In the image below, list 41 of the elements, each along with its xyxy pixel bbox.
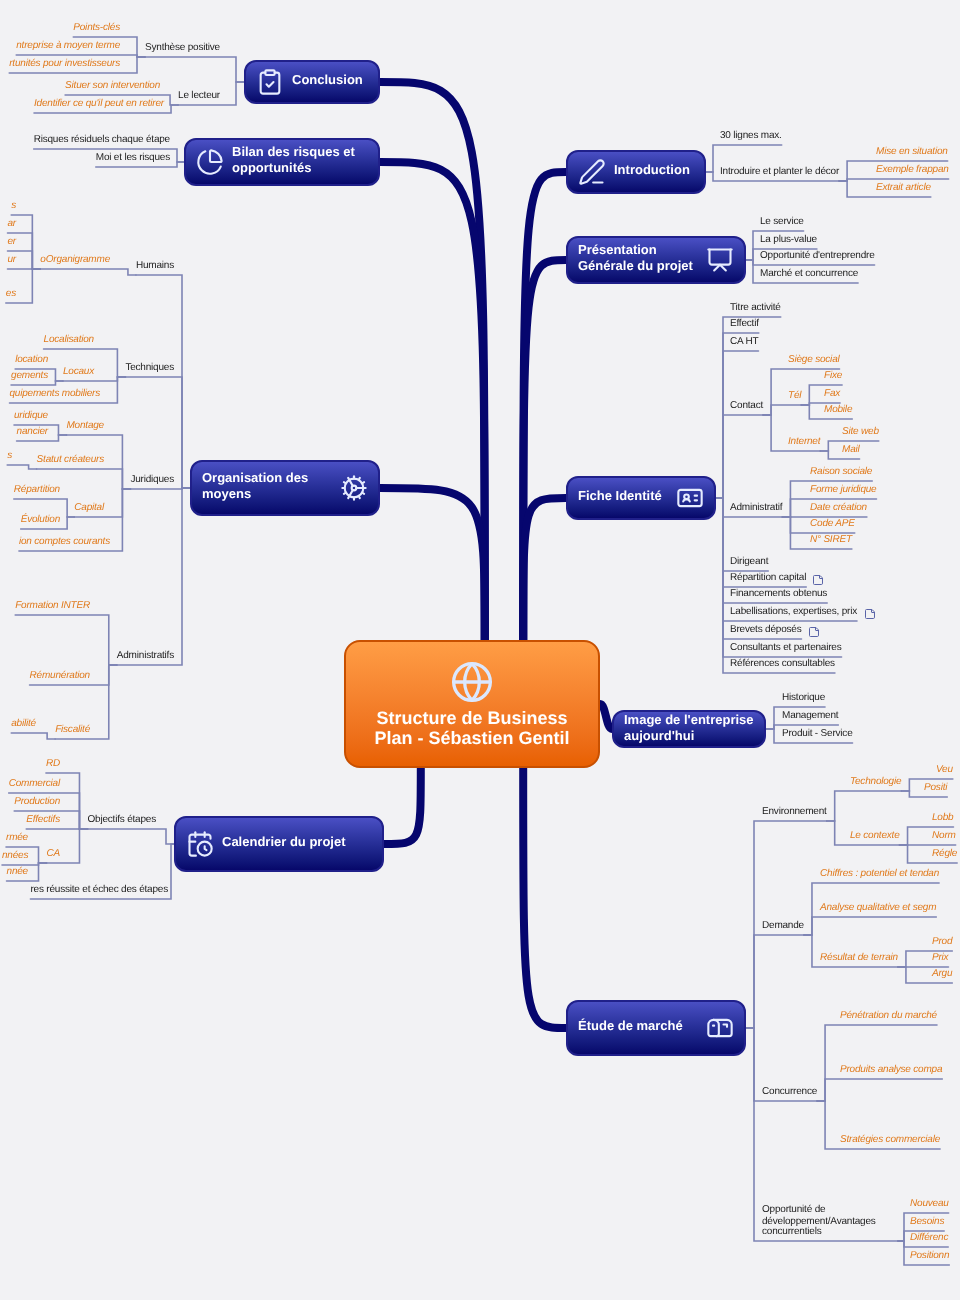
main-branch-line [380,764,425,848]
branch-line [897,1240,951,1266]
branch-line [54,664,118,740]
branch-line [10,732,56,740]
branch-line [45,828,89,864]
branch-line [10,380,64,386]
central-topic-title: Structure de Business Plan - Sébastien Gentil [372,707,572,749]
topic-box [174,816,384,872]
branch-line [803,934,899,968]
branch-line [900,790,949,798]
branch-line [800,404,854,420]
branch-line [95,161,185,168]
main-branch-line [519,494,570,644]
branch-line [745,259,859,284]
branch-line [897,1230,945,1242]
main-branch-line [519,764,570,1032]
branch-line [819,450,861,460]
branch-line [33,104,179,114]
branch-line [29,843,175,900]
topic-box [566,236,746,284]
topic-box [244,60,380,104]
topic-box [566,476,716,520]
branch-line [705,171,840,182]
branch-line [898,844,958,864]
topic-box [566,150,706,194]
branch-line [825,820,901,846]
branch-line [19,516,76,530]
branch-line [86,828,175,845]
central-topic-box [344,640,600,768]
branch-line [15,434,68,442]
branch-line [177,81,245,106]
branch-line [5,862,48,882]
branch-line [745,1027,899,1242]
main-branch-line [376,484,489,644]
topic-box [184,138,380,186]
branch-line [39,268,137,276]
topic-box [190,460,380,516]
main-branch-line [596,700,616,733]
branch-line [6,464,38,470]
topic-box [566,1000,746,1056]
topic-box [612,710,766,748]
